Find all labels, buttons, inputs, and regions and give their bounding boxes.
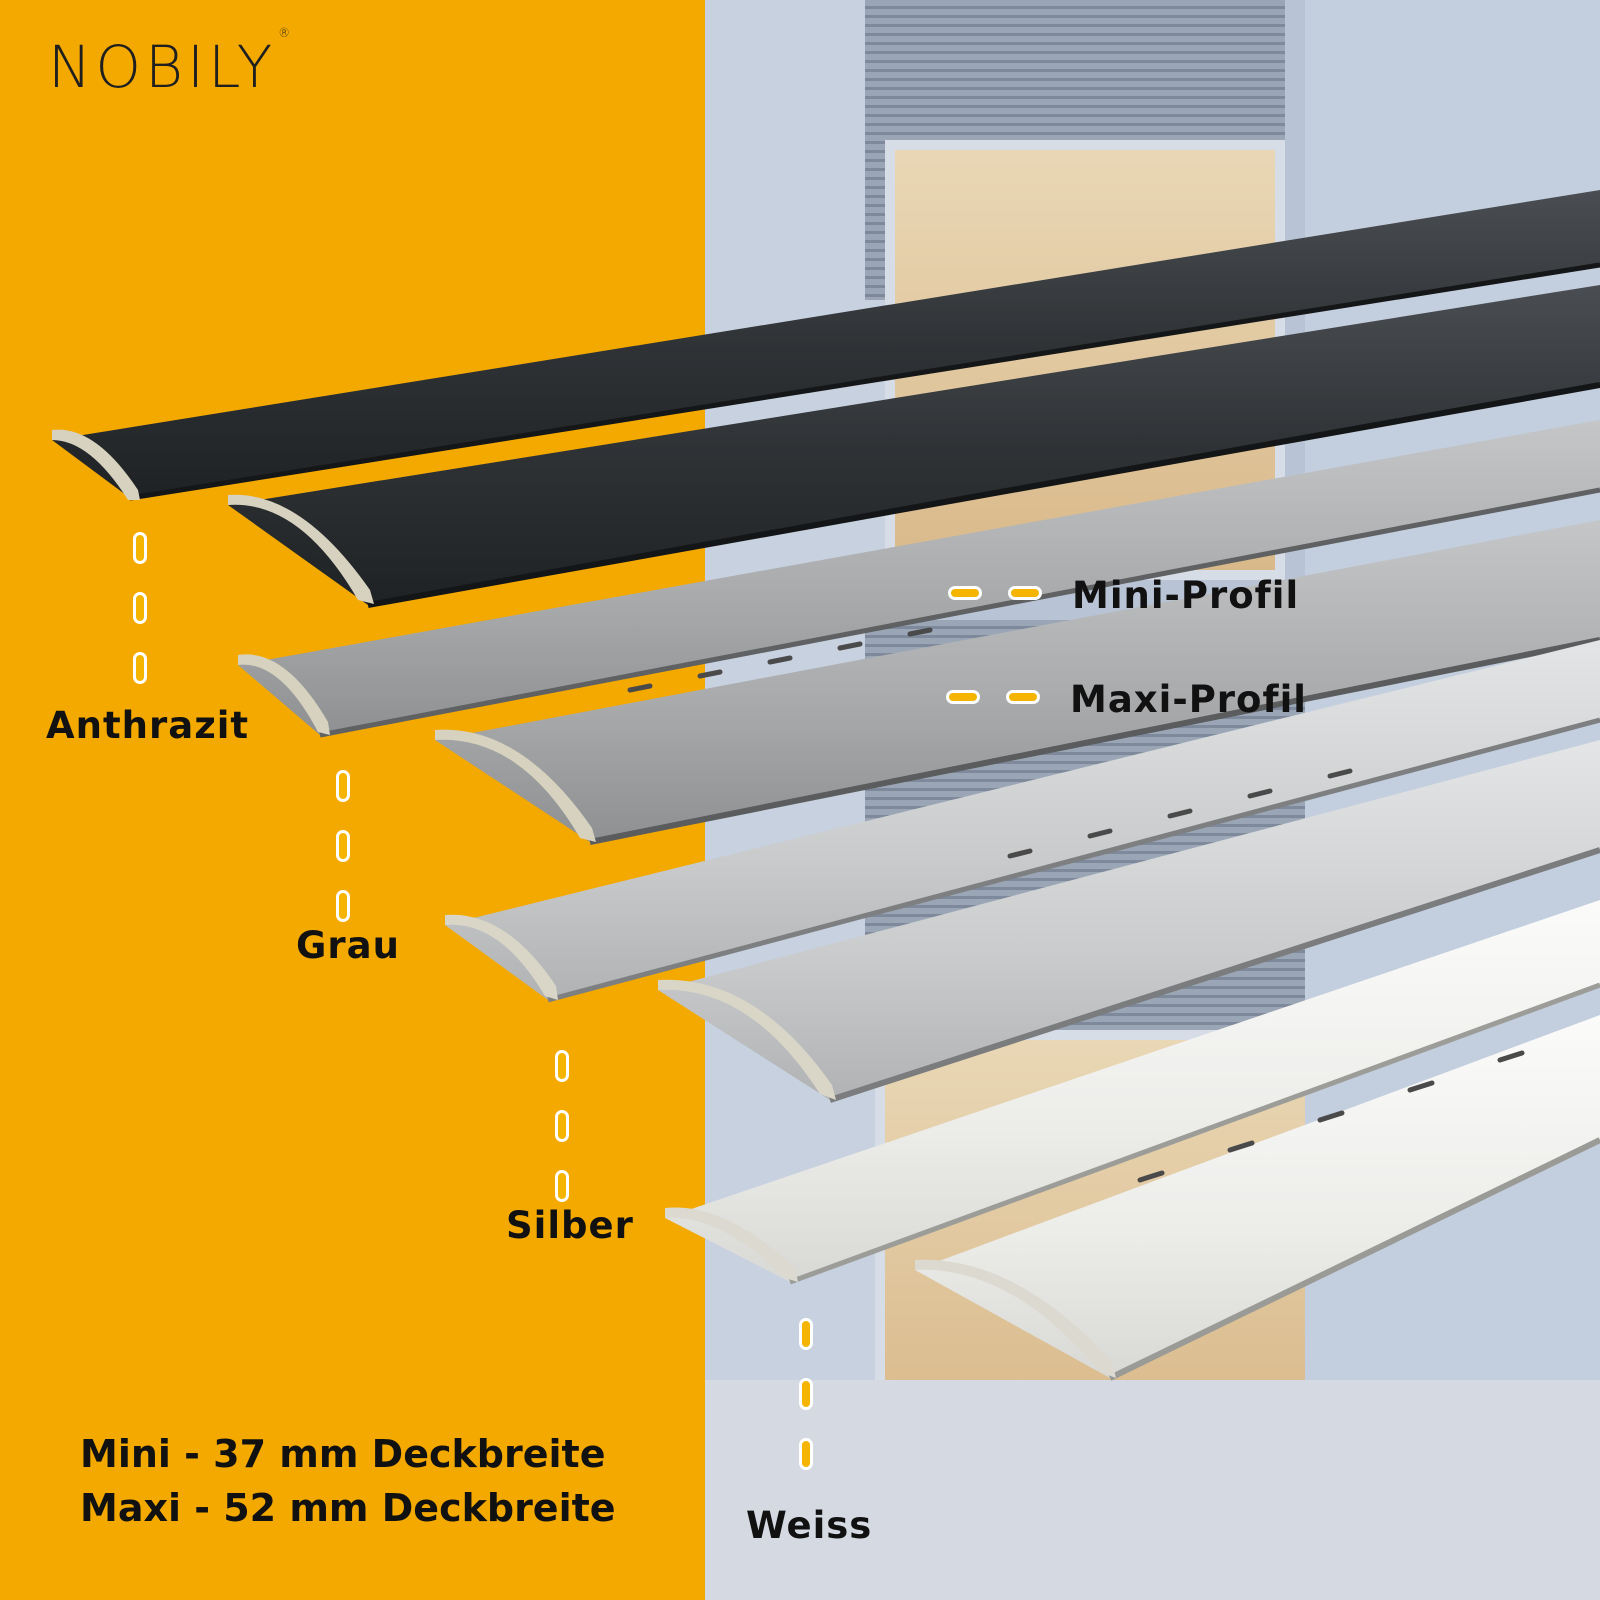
label-grau: Grau [296,924,400,967]
silber-dash-2 [555,1110,569,1142]
registered-mark: ® [278,25,295,40]
silber-dash-3 [555,1170,569,1202]
spec-mini: Mini - 37 mm Deckbreite [80,1432,606,1476]
terrace-floor [705,1380,1600,1600]
legend-maxi-dash-2 [1006,690,1040,704]
profile-grau-maxi [435,520,1600,845]
legend-maxi-label: Maxi-Profil [1070,678,1307,721]
legend-maxi-dash-1 [946,690,980,704]
profile-silber-mini [445,640,1600,1003]
grau-dash-2 [336,830,350,862]
brand-name: NOBILY [48,33,277,101]
weiss-dash-3 [799,1438,813,1470]
weiss-dash-1 [799,1318,813,1350]
profile-silber-maxi [658,740,1600,1103]
silber-dash-1 [555,1050,569,1082]
anthrazit-dash-1 [133,532,147,564]
label-weiss: Weiss [746,1504,873,1547]
grau-dash-3 [336,890,350,922]
profile-anthrazit-maxi [228,285,1600,608]
weiss-dash-2 [799,1378,813,1410]
legend-mini-label: Mini-Profil [1072,574,1300,617]
profile-grau-mini [238,420,1600,738]
profile-weiss-mini [665,900,1600,1285]
profile-anthrazit-mini [52,190,1600,501]
label-silber: Silber [506,1204,634,1247]
grau-dash-1 [336,770,350,802]
brand-logo: NOBILY® [48,27,294,96]
anthrazit-dash-2 [133,592,147,624]
spec-maxi: Maxi - 52 mm Deckbreite [80,1486,616,1530]
anthrazit-dash-3 [133,652,147,684]
profile-weiss-maxi [915,1015,1600,1381]
legend-mini-dash-2 [1008,586,1042,600]
legend-mini-dash-1 [948,586,982,600]
label-anthrazit: Anthrazit [46,704,250,747]
profile-slots [627,627,1525,1183]
